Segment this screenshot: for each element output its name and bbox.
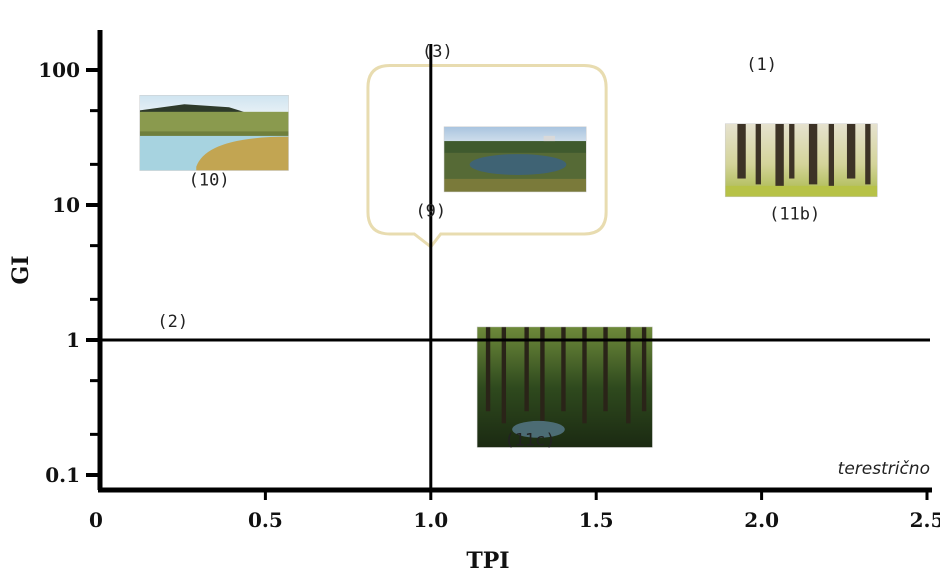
region-label-layer: (1) (2) (3) (9) (10) (11b) (11c) [157,42,820,451]
y-axis-title: GI [8,255,34,284]
x-tick-label: 2.5 [910,508,940,532]
region-label: (10) [189,170,230,190]
x-axis-title: TPI [466,548,509,574]
region-label: (9) [415,202,446,222]
y-tick-label: 10 [52,193,80,217]
photo-swamp [724,123,878,198]
region-label: (11b) [769,205,820,225]
x-tick-label: 1.0 [413,508,448,532]
photo-bog [443,126,587,193]
x-tick-label: 0.5 [248,508,283,532]
corner-note: terestrično [838,459,930,479]
x-tick-label: 1.5 [579,508,614,532]
y-tick-label: 1 [66,328,80,352]
region-label: (3) [422,42,453,62]
region-label: (1) [746,55,777,75]
x-tick-label: 2.0 [744,508,779,532]
region-label: (2) [157,312,188,332]
region-label: (11c) [504,431,555,451]
y-tick-label: 100 [38,58,80,82]
photo-forest [476,326,653,448]
highlight-callout-shape [366,63,608,249]
y-tick-label: 0.1 [45,463,80,487]
photo-layer [139,95,878,448]
tick-layer: 0.1 1 10 100 0 0.5 1.0 1.5 2.0 2.5 [38,58,940,532]
photo-marsh [139,95,289,171]
x-tick-label: 0 [89,508,103,532]
